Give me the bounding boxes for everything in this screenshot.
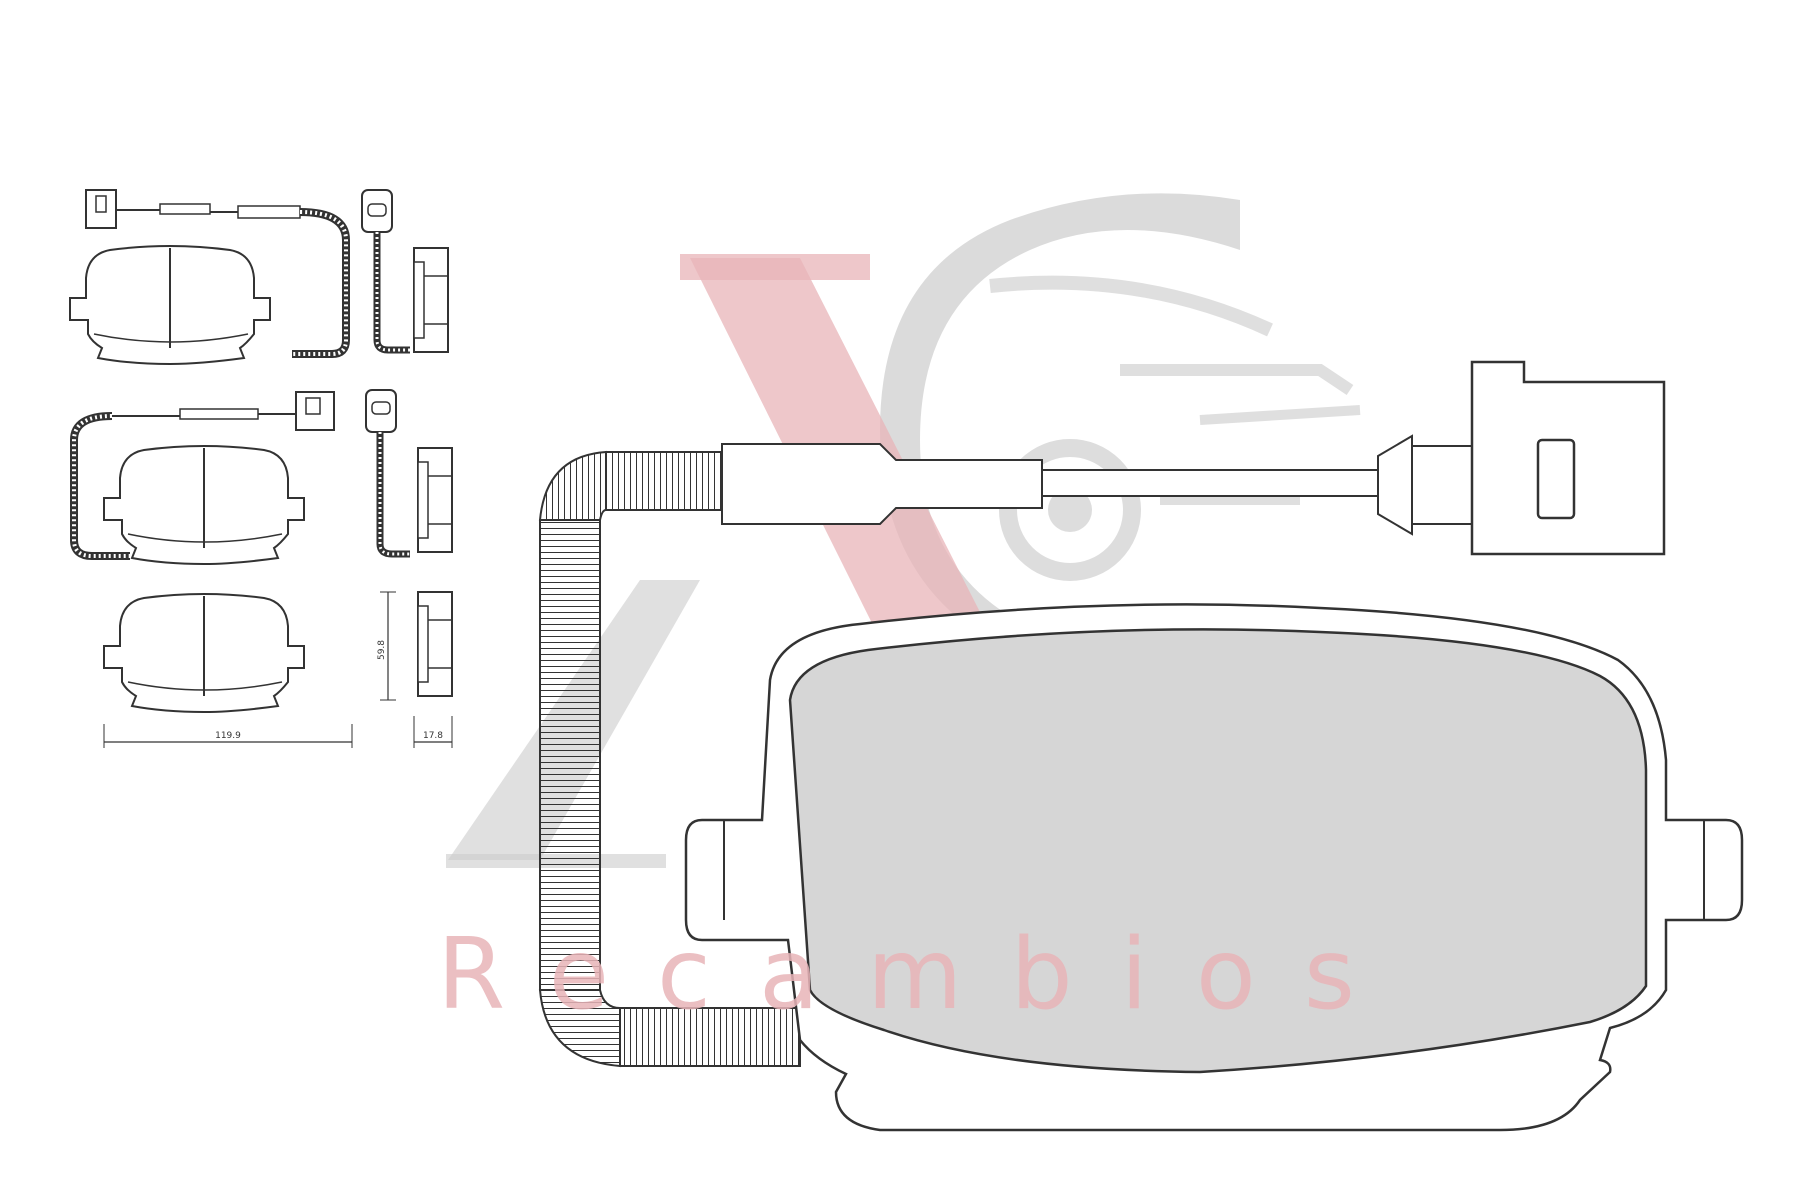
coil-vertical xyxy=(539,519,601,991)
coil-top xyxy=(605,451,723,511)
watermark-brand-text: Recambios xyxy=(437,918,1403,1032)
small-pad-view-2 xyxy=(70,389,453,565)
small-pad-view-1 xyxy=(69,189,449,365)
height-dimension-label: 59.8 xyxy=(377,640,387,660)
thickness-dimension-label: 17.8 xyxy=(423,731,443,741)
large-brake-pad-drawing xyxy=(538,360,1744,1132)
small-pad-view-3: 119.9 59.8 17.8 xyxy=(103,591,453,748)
width-dimension-label: 119.9 xyxy=(215,731,241,741)
friction-material xyxy=(788,628,1648,1074)
small-views: 119.9 59.8 17.8 xyxy=(69,189,453,748)
